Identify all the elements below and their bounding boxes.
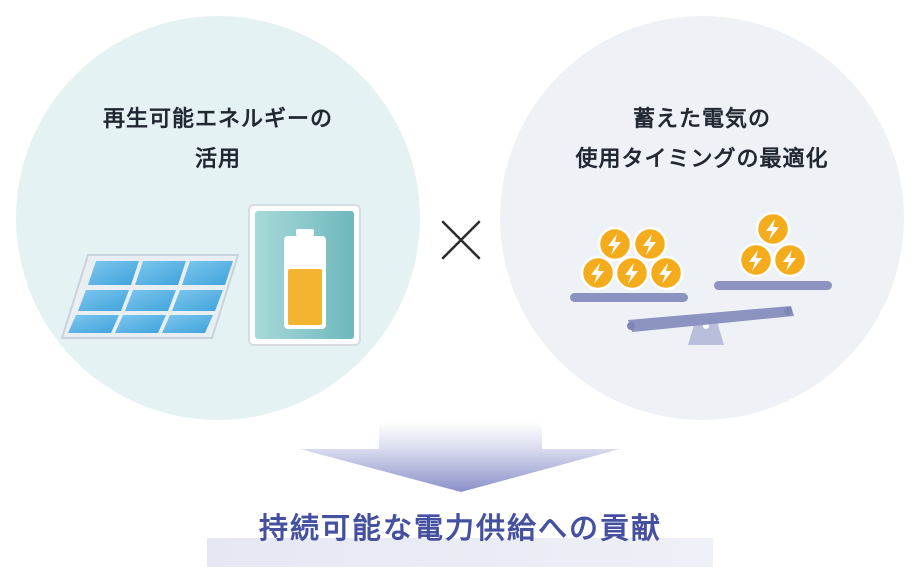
timing-optimization-circle — [500, 16, 904, 420]
battery-icon — [248, 204, 361, 346]
renewable-energy-heading: 再生可能エネルギーの 活用 — [16, 100, 420, 180]
lightning-coin-icon — [580, 211, 808, 291]
timing-optimization-heading: 蓄えた電気の 使用タイミングの最適化 — [500, 100, 904, 180]
right-heading-line1: 蓄えた電気の — [632, 107, 771, 132]
right-heading-line2: 使用タイミングの最適化 — [575, 147, 829, 172]
balance-scale-icon — [570, 281, 832, 345]
multiply-icon — [441, 220, 481, 260]
solar-panel-icon — [60, 254, 240, 339]
conclusion-highlight — [207, 538, 713, 567]
left-heading-line1: 再生可能エネルギーの — [102, 107, 333, 132]
down-arrow-icon — [300, 422, 620, 492]
conclusion-text: 持続可能な電力供給への貢献 — [258, 511, 662, 545]
left-heading-line2: 活用 — [194, 147, 241, 172]
